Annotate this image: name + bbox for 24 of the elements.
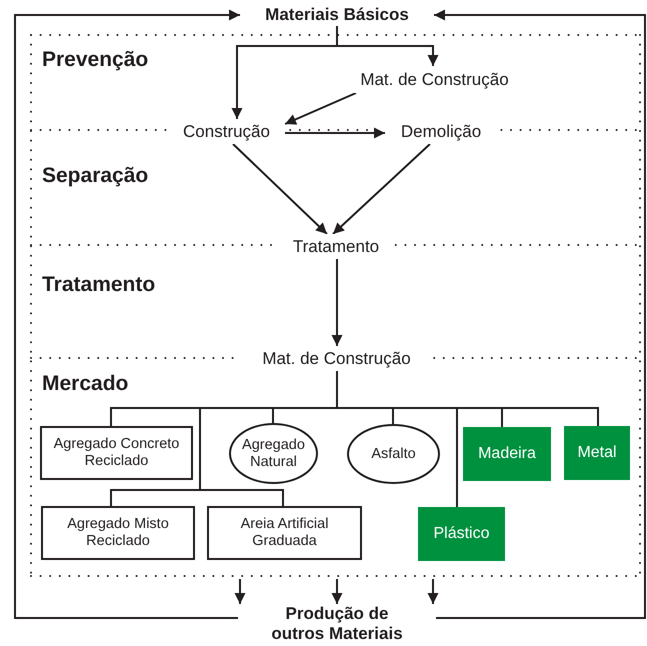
section-heading: Tratamento [42, 273, 156, 297]
section-heading: Separação [42, 164, 148, 188]
arrow [332, 579, 342, 604]
arrow [428, 579, 438, 604]
arrow [14, 10, 240, 619]
connector-line [336, 371, 458, 507]
arrow [232, 143, 328, 235]
material-box: Madeira [463, 427, 551, 481]
material-ellipse: Agregado Natural [229, 423, 318, 484]
arrow [232, 26, 338, 119]
material-box: Agregado Concreto Reciclado [40, 426, 193, 480]
arrow [284, 92, 356, 125]
section-heading: Prevenção [42, 48, 148, 72]
arrow [285, 128, 385, 138]
arrow [332, 143, 431, 235]
section-heading: Mercado [42, 372, 128, 396]
material-box: Metal [564, 426, 630, 480]
material-box: Areia Artificial Graduada [207, 506, 362, 560]
arrow [434, 10, 646, 619]
arrow [234, 579, 246, 604]
material-box: Plástico [418, 507, 505, 561]
material-ellipse: Asfalto [347, 424, 440, 484]
material-box: Agregado Misto Reciclado [41, 506, 195, 560]
arrow [332, 259, 342, 346]
